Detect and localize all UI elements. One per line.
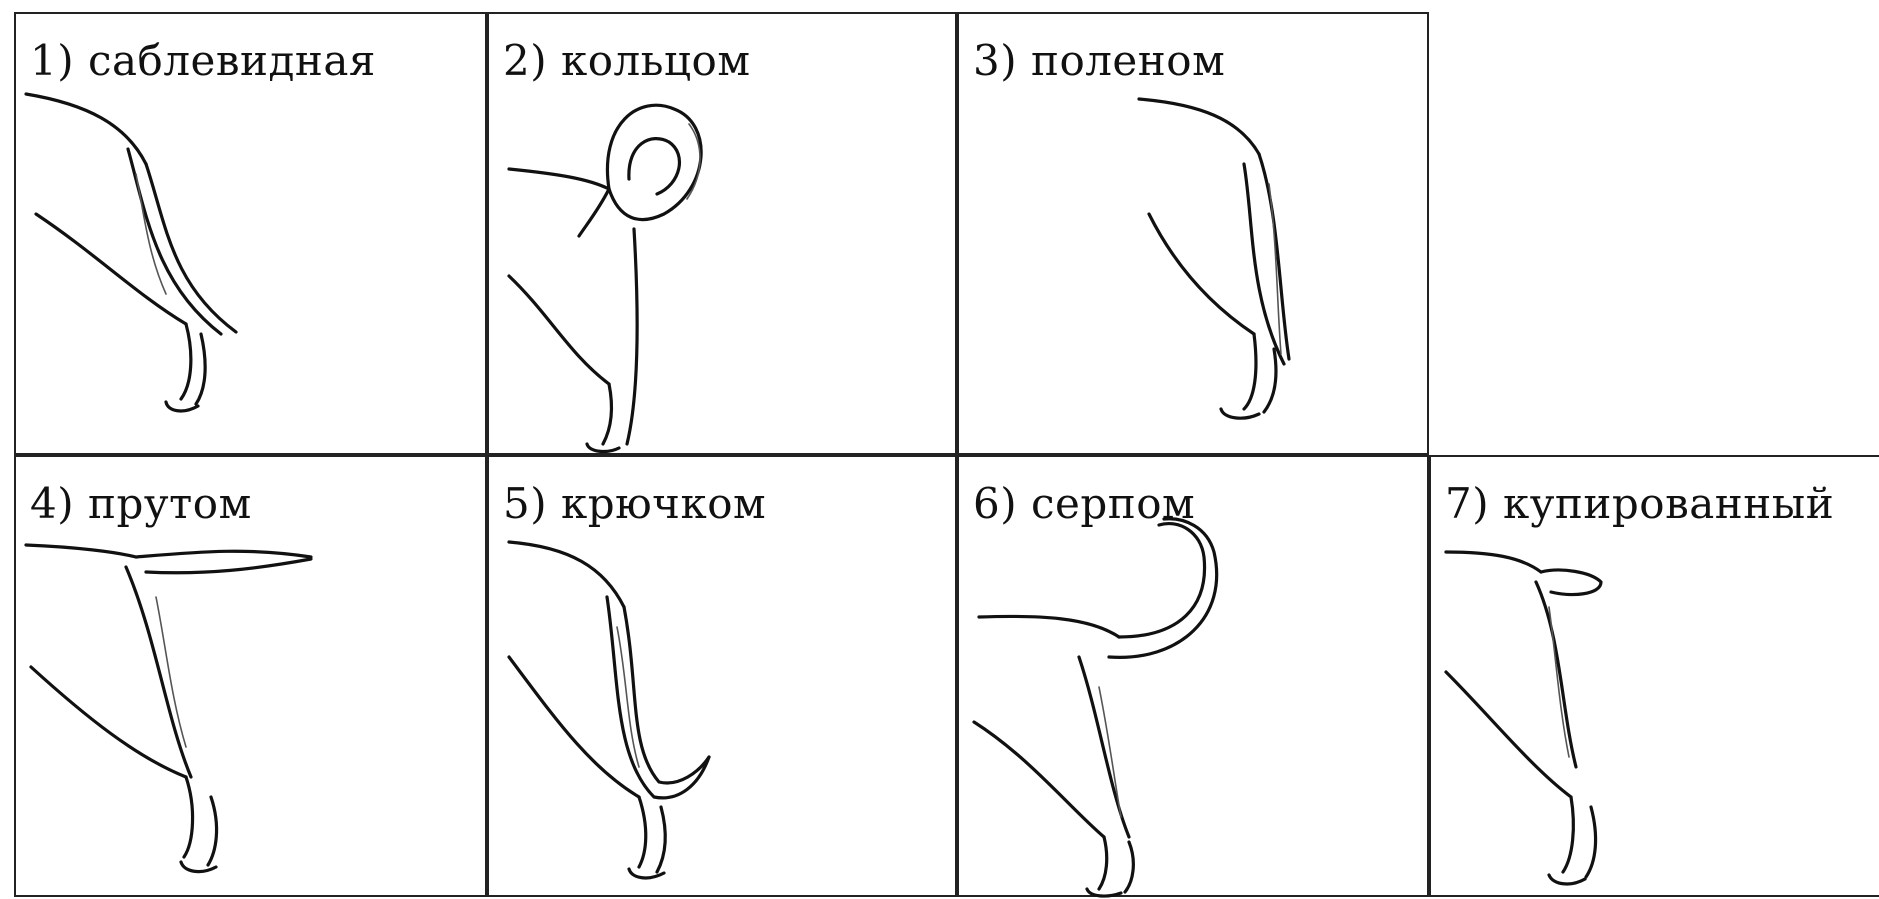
saber-tail-drawing (16, 14, 489, 457)
rear-thigh (509, 276, 609, 384)
tail-outer (1259, 154, 1289, 359)
tail-top (136, 551, 311, 557)
tail-outer (1119, 524, 1205, 637)
cell-hook-tail: 5) крючком (487, 455, 957, 897)
tail-base (579, 189, 609, 236)
hind-leg-back (1264, 349, 1276, 412)
hind-leg-back (1586, 807, 1596, 877)
fur-hatching (1099, 687, 1121, 817)
hind-leg-front (1099, 837, 1107, 889)
rump-line (1079, 657, 1129, 837)
ring-tail-drawing (489, 14, 959, 457)
paw (181, 862, 216, 872)
hind-leg-front (603, 384, 611, 444)
back-line (509, 169, 609, 189)
hind-leg-back (627, 229, 637, 444)
cell-sickle-tail: 6) серпом (957, 455, 1429, 897)
cell-docked-tail: 7) купированный (1429, 455, 1879, 897)
hind-leg-back (657, 807, 665, 872)
hind-leg-front (639, 797, 646, 867)
cell-ring-tail: 2) кольцом (487, 12, 957, 455)
paw (1087, 889, 1121, 896)
hind-leg-back (208, 797, 217, 865)
cell-saber-tail: 1) саблевидная (14, 12, 487, 455)
tail-inner (607, 597, 709, 798)
ring-inner (629, 139, 680, 194)
back-line (1446, 552, 1541, 572)
tail-bottom (146, 559, 311, 573)
cell-rod-tail: 4) прутом (14, 455, 487, 897)
hind-leg-front (1563, 797, 1573, 872)
docked-stub (1541, 570, 1601, 594)
hind-leg-front (184, 777, 193, 857)
hind-leg-front (181, 324, 191, 399)
rump-line (1536, 582, 1576, 767)
hind-leg-front (1244, 334, 1256, 409)
back-line (1139, 99, 1259, 154)
docked-tail-drawing (1431, 457, 1879, 899)
paw (166, 402, 198, 411)
rear-thigh (1446, 672, 1571, 797)
rear-thigh (36, 214, 186, 324)
hind-leg-back (1125, 842, 1133, 892)
rump-line (126, 567, 191, 777)
back-line (26, 545, 136, 557)
back-line (979, 616, 1119, 637)
rear-thigh (974, 722, 1104, 837)
ring-outer (607, 105, 701, 219)
paw (1221, 409, 1259, 418)
rod-tail-drawing (16, 457, 489, 899)
hook-tail-drawing (489, 457, 959, 899)
paw (1549, 875, 1585, 884)
rear-thigh (509, 657, 639, 797)
log-tail-drawing (959, 14, 1431, 457)
hind-leg-back (196, 334, 205, 404)
sickle-tail-drawing (959, 457, 1431, 899)
fur-hatching (1549, 607, 1569, 757)
cell-log-tail: 3) поленом (957, 12, 1429, 455)
rear-thigh (1149, 214, 1254, 334)
